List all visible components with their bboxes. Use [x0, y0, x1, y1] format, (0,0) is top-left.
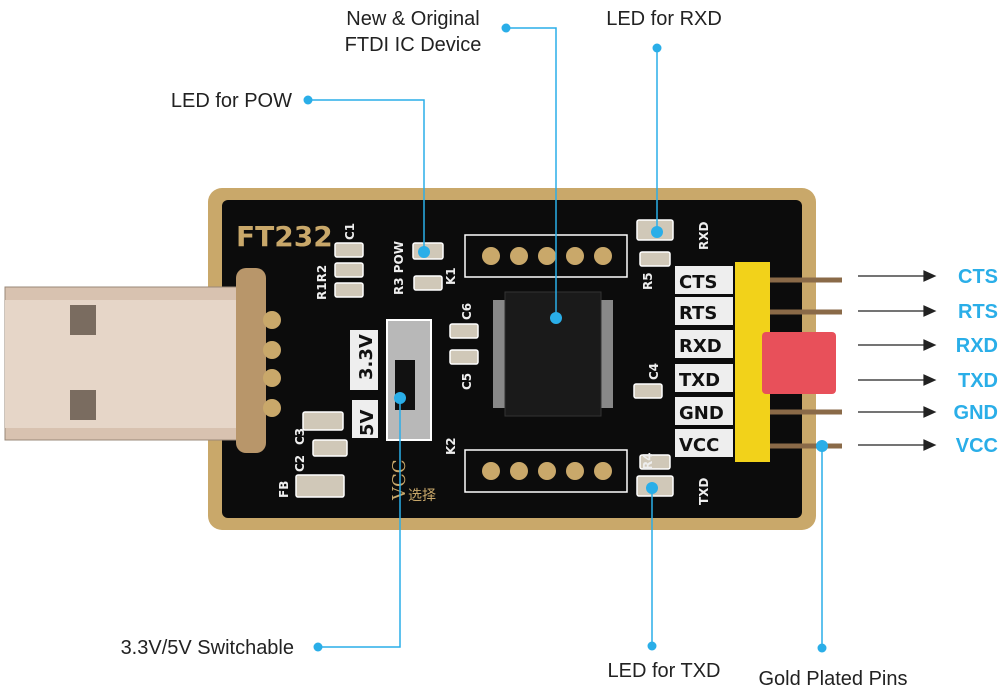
ftdi-chip — [493, 291, 613, 417]
label-gold-pins: Gold Plated Pins — [759, 668, 908, 690]
label-led-txd: LED for TXD — [608, 660, 721, 682]
jumper — [762, 332, 836, 394]
svg-text:TXD: TXD — [679, 370, 720, 391]
svg-text:R5: R5 — [641, 272, 655, 290]
svg-text:RTS: RTS — [679, 303, 717, 324]
svg-text:R3 POW: R3 POW — [392, 241, 406, 295]
usb-connector — [4, 268, 281, 453]
svg-text:R1R2: R1R2 — [315, 265, 329, 300]
board-title: FT232 — [236, 220, 333, 253]
label-led-rxd: LED for RXD — [606, 8, 722, 30]
label-ic-1: New & Original — [346, 8, 479, 30]
label-ic-2: FTDI IC Device — [345, 34, 482, 56]
pin-label-cts: CTS — [958, 266, 998, 288]
svg-text:R4: R4 — [641, 452, 655, 470]
svg-text:K1: K1 — [444, 267, 458, 285]
pin-label-gnd: GND — [954, 402, 998, 424]
svg-text:3.3V: 3.3V — [356, 334, 377, 380]
label-led-pow: LED for POW — [171, 90, 292, 112]
pin-silk-labels: CTS RTS RXD TXD GND VCC — [675, 266, 733, 457]
svg-text:C1: C1 — [343, 223, 357, 240]
svg-text:RXD: RXD — [697, 222, 711, 250]
label-switch: 3.3V/5V Switchable — [121, 637, 294, 659]
svg-text:C5: C5 — [460, 373, 474, 390]
svg-text:C6: C6 — [460, 303, 474, 320]
svg-text:CTS: CTS — [679, 272, 717, 293]
pin-label-rxd: RXD — [956, 335, 998, 357]
svg-text:VCC: VCC — [679, 435, 719, 456]
svg-text:FB: FB — [277, 481, 291, 498]
svg-text:C4: C4 — [647, 363, 661, 380]
svg-text:GND: GND — [679, 403, 724, 424]
pin-label-vcc: VCC — [956, 435, 998, 457]
silk-labels: C1 R1R2 R3 POW K1 K2 C6 C5 C4 C3 C2 FB R… — [277, 222, 711, 505]
svg-text:TXD: TXD — [697, 478, 711, 505]
svg-text:C3: C3 — [293, 428, 307, 445]
svg-text:K2: K2 — [444, 437, 458, 455]
pin-label-txd: TXD — [958, 370, 998, 392]
svg-text:5V: 5V — [357, 409, 378, 436]
svg-text:选择: 选择 — [408, 487, 436, 503]
svg-text:RXD: RXD — [679, 336, 722, 357]
pin-label-rts: RTS — [958, 301, 998, 323]
svg-text:C2: C2 — [293, 455, 307, 472]
